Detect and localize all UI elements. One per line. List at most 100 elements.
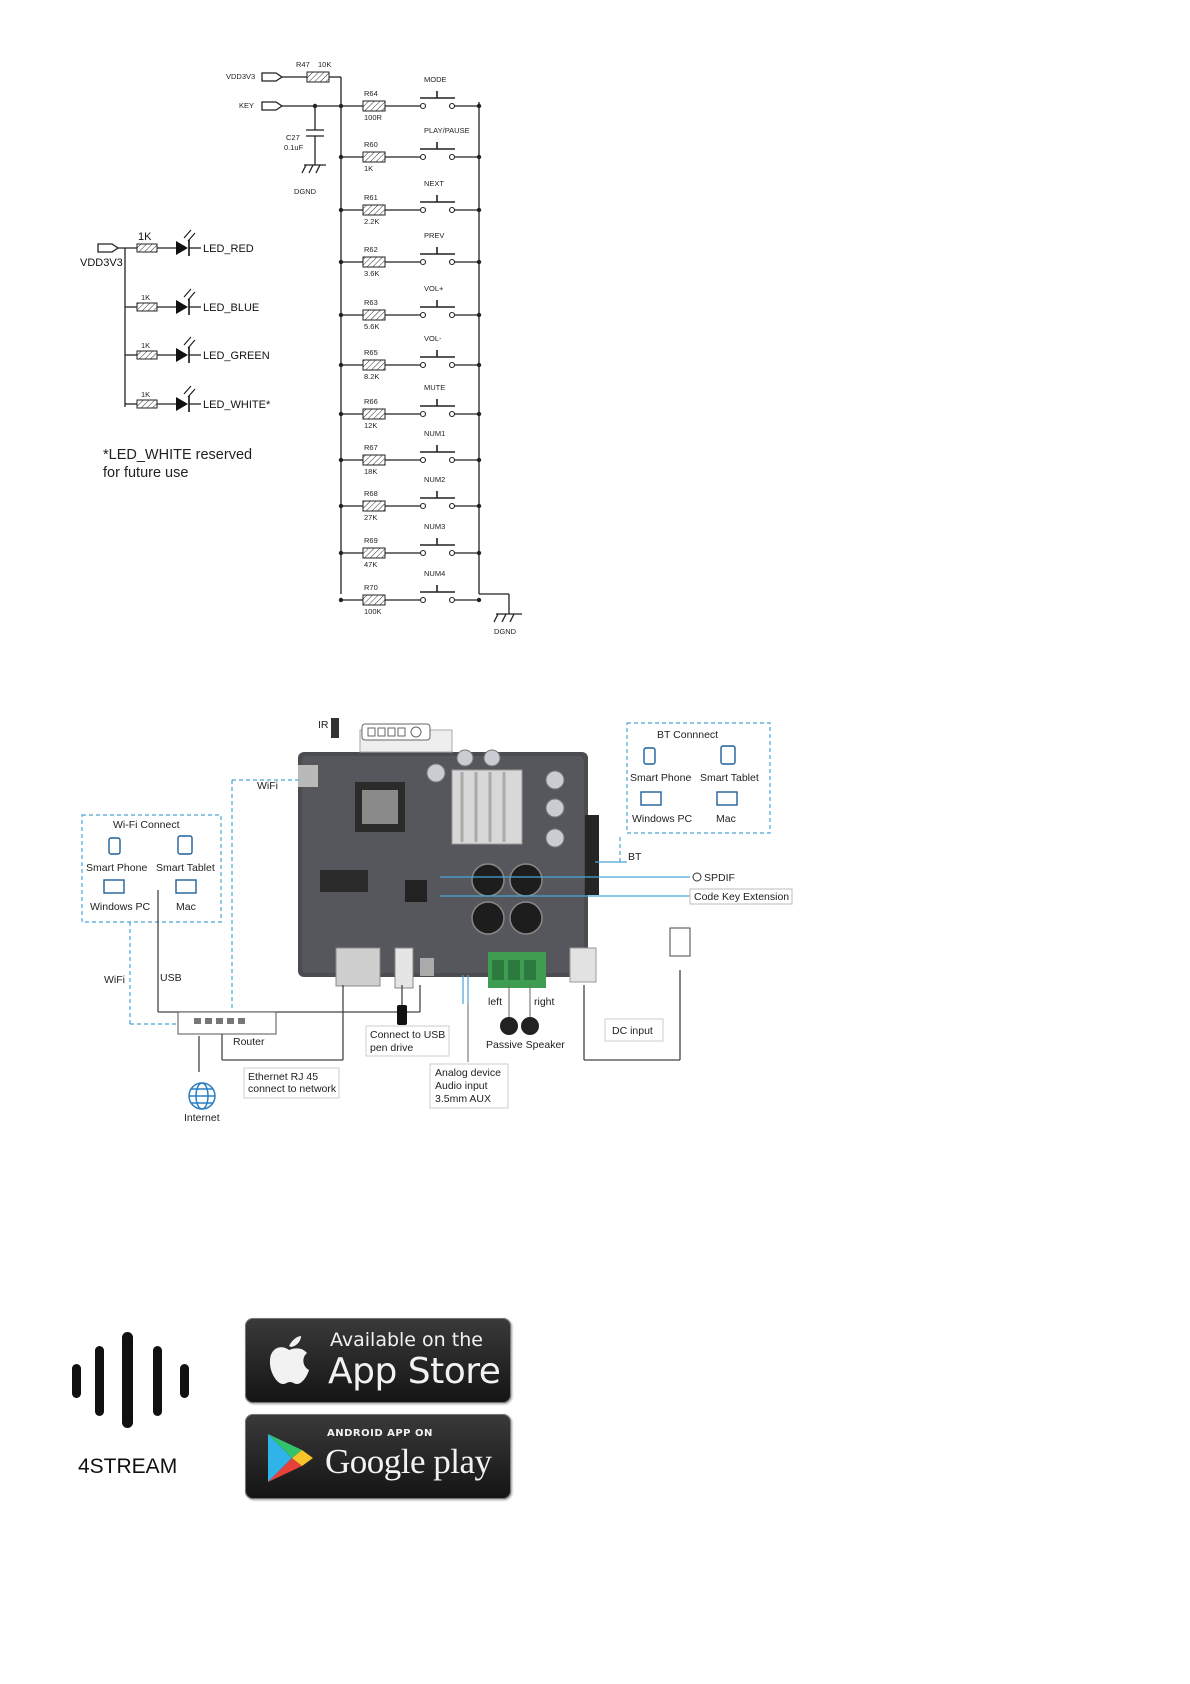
ethernet-line1: Ethernet RJ 45 [248,1071,318,1083]
resistor-value: 27K [364,513,377,522]
speaker-right-icon [521,1017,539,1035]
junction-dot [476,259,482,265]
bt-device-pc: Windows PC [632,813,693,825]
led-note-line2: for future use [103,465,189,481]
bt-pc-icon [640,791,662,806]
switch-contact [419,206,427,214]
key-label: KEY [239,101,254,110]
connection-diagram: IR Wi-Fi Connect Smart Phone [81,718,793,1124]
switch-contact [448,361,456,369]
code-key-label: Code Key Extension [694,891,789,903]
light-arrow [183,385,192,395]
router-label: Router [233,1036,265,1048]
resistor-value: 47K [364,560,377,569]
speaker-left-icon [500,1017,518,1035]
switch-contact [419,102,427,110]
led-resistor-value: 1K [141,293,150,302]
resistor [362,408,386,420]
resistor [362,454,386,466]
resistor-value: 1K [364,164,373,173]
resistor [362,151,386,163]
switch-contact [419,258,427,266]
wifi-device-pc: Windows PC [90,901,151,913]
usb-label: USB [160,972,182,984]
analog-line3: 3.5mm AUX [435,1093,491,1105]
button-rows: MODER64100RPLAY/PAUSER601KNEXTR612.2KPRE… [338,75,482,616]
wifi-device-phone: Smart Phone [86,862,147,874]
diode-icon [176,348,188,362]
resistor-ref: R64 [364,89,378,98]
key-schematic: VDD3V3 KEY R47 10K C27 0.1uF DGND DGND M… [80,60,522,636]
button-label: NUM1 [424,429,445,438]
app-store-badge[interactable]: Available on the App Store [245,1318,511,1403]
junction-dot [476,362,482,368]
junction-dot [476,207,482,213]
switch-contact [448,311,456,319]
led-label: LED_RED [203,243,254,255]
junction-dot [476,312,482,318]
wifi-tablet-icon [177,835,193,855]
switch-contact [419,596,427,604]
junction-dot [476,597,482,603]
r47-ref: R47 [296,60,310,69]
analog-line1: Analog device [435,1067,501,1079]
play-small-text: ANDROID APP ON [327,1428,433,1439]
led-resistor [136,302,158,312]
led-resistor-value: 1K [141,390,150,399]
button-label: VOL+ [424,284,444,293]
gnd-label-bottom: DGND [494,627,517,636]
resistor-value: 18K [364,467,377,476]
wifi-box-title: Wi-Fi Connect [113,819,180,831]
led-label: LED_WHITE* [203,399,271,411]
diode-icon [176,397,188,411]
diode-icon [176,300,188,314]
resistor [362,594,386,606]
google-play-icon [268,1434,313,1482]
bt-mac-icon [716,791,738,806]
cap-value: 0.1uF [284,143,304,152]
button-label: VOL- [424,334,442,343]
resistor-ref: R62 [364,245,378,254]
wifi-device-tablet: Smart Tablet [156,862,215,874]
4stream-logo-icon [72,1332,189,1428]
spdif-label: SPDIF [704,872,735,884]
amplifier-board [298,729,599,989]
resistor [362,100,386,112]
resistor [362,309,386,321]
cap-ref: C27 [286,133,300,142]
switch-contact [419,410,427,418]
brand-name: 4STREAM [78,1455,178,1478]
junction-dot [476,457,482,463]
button-label: MUTE [424,383,445,392]
button-label: NUM2 [424,475,445,484]
resistor-ref: R60 [364,140,378,149]
led-resistor [136,399,158,409]
resistor-ref: R63 [364,298,378,307]
resistor [362,256,386,268]
ethernet-line2: connect to network [248,1083,337,1095]
resistor-value: 2.2K [364,217,379,226]
button-label: NUM4 [424,569,445,578]
wifi-mac-icon [175,879,197,894]
switch-contact [419,311,427,319]
button-label: PREV [424,231,444,240]
resistor [362,547,386,559]
light-arrow [183,336,192,346]
led-resistor [136,350,158,360]
usb-drive-line2: pen drive [370,1042,413,1054]
google-play-badge[interactable]: ANDROID APP ON Google play [245,1414,511,1499]
switch-contact [448,410,456,418]
bt-phone-icon [643,747,656,765]
appstore-big-text: App Store [328,1351,501,1392]
left-label: left [488,996,502,1008]
wifi-left-label: WiFi [104,974,125,986]
button-label: NUM3 [424,522,445,531]
resistor-ref: R67 [364,443,378,452]
vdd-label: VDD3V3 [226,72,255,81]
light-arrow [183,288,192,298]
right-label: right [534,996,555,1008]
resistor-value: 5.6K [364,322,379,331]
switch-contact [448,596,456,604]
dc-label: DC input [612,1025,653,1037]
junction-dot [476,550,482,556]
